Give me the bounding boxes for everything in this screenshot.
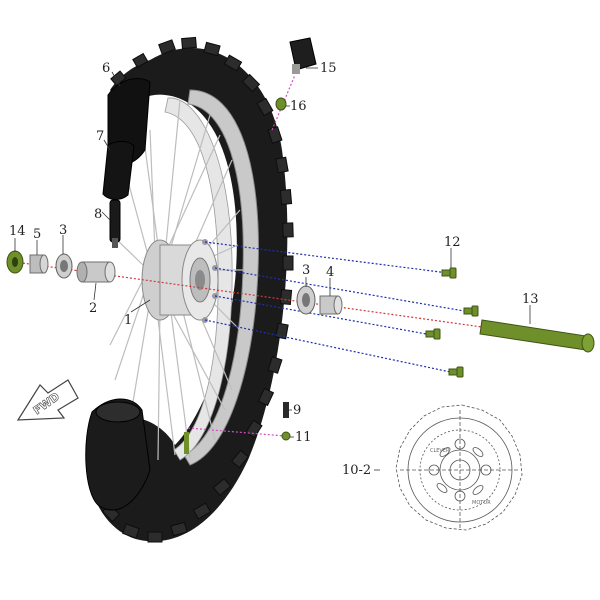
disc-bolts: [425, 267, 479, 378]
part-2-spacer: [76, 261, 116, 283]
callout-3-right: 3: [302, 263, 310, 278]
disc-text-1: CLEVER: [430, 448, 450, 454]
blue-line-top-bolt: [214, 267, 471, 313]
callout-8: 8: [94, 207, 102, 222]
part-7-fork-guard: [102, 140, 135, 200]
valve-stem: [184, 432, 189, 454]
blue-line-low-bolt: [204, 319, 456, 374]
callout-10-2: 10-2: [342, 463, 371, 478]
part-14-axle-nut: [6, 250, 24, 274]
callout-12: 12: [444, 235, 461, 250]
forward-arrow-icon: FWD: [16, 379, 79, 421]
part-3-bearing-left: [55, 253, 73, 279]
pink-line-11: [187, 427, 286, 437]
callout-15: 15: [320, 61, 337, 76]
part-4-collar: [319, 295, 343, 315]
part-13-front-axle: [479, 319, 595, 353]
part-8-sensor: [109, 199, 121, 248]
tire-tread: [91, 36, 294, 543]
callout-6: 6: [102, 61, 110, 76]
part-11-nut: [281, 431, 291, 441]
callout-4: 4: [326, 265, 334, 280]
bolt-middle: [425, 328, 441, 340]
part-10-2-brake-disc: [395, 404, 523, 531]
blue-line-12: [204, 241, 449, 274]
callout-11: 11: [295, 430, 312, 445]
callout-13: 13: [522, 292, 539, 307]
wheel-hub: [141, 239, 219, 323]
callout-16: 16: [290, 99, 307, 114]
callout-7: 7: [96, 129, 104, 144]
part-9-screw: [283, 402, 289, 418]
part-3-bearing-right: [296, 285, 316, 315]
part-16-nut: [275, 97, 287, 111]
bolt-upper: [463, 305, 479, 317]
callout-3-left: 3: [59, 223, 67, 238]
part-5-collar: [29, 254, 49, 274]
callout-5: 5: [33, 227, 41, 242]
callout-2: 2: [89, 301, 97, 316]
callout-1: 1: [124, 313, 132, 328]
wheel-rim: [183, 89, 259, 466]
blue-line-mid-bolt: [214, 295, 433, 336]
bolt-12: [441, 267, 457, 279]
callout-14: 14: [9, 224, 26, 239]
callout-9: 9: [293, 403, 301, 418]
tire-lower-front: [85, 398, 151, 511]
bolt-lower: [448, 366, 464, 378]
part-15-bracket: [289, 37, 317, 74]
disc-text-2: MOTOR: [472, 500, 491, 506]
callout-leaders: [14, 67, 531, 471]
